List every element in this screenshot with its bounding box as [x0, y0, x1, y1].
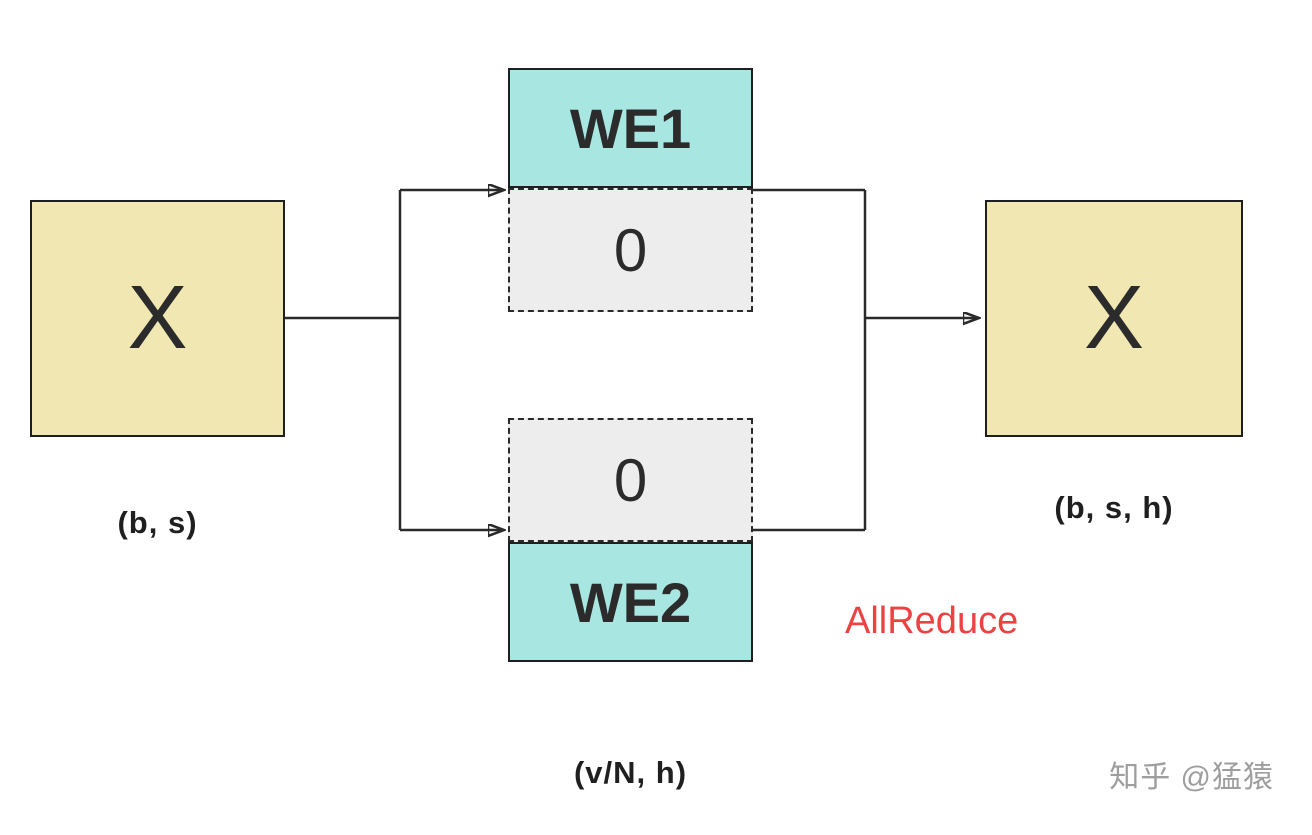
we2-zero-label: 0: [613, 446, 648, 514]
output-tensor-box: X: [985, 200, 1243, 437]
we2-zero-box: 0: [508, 418, 753, 542]
we1-zero-label: 0: [613, 216, 648, 284]
embedding-shape-label: (v/N, h): [573, 755, 688, 790]
input-tensor-label: X: [127, 268, 188, 368]
we2-label: WE2: [569, 570, 692, 634]
output-shape-label: (b, s, h): [1054, 490, 1174, 525]
input-shape-label: (b, s): [117, 505, 198, 540]
we1-zero-box: 0: [508, 188, 753, 312]
allreduce-annotation: AllReduce: [845, 600, 1019, 642]
output-tensor-label: X: [1083, 268, 1145, 368]
we2-weight-box: WE2: [508, 542, 753, 662]
watermark-text: 知乎 @猛猿: [1109, 761, 1274, 794]
we1-weight-box: WE1: [508, 68, 753, 188]
input-tensor-box: X: [30, 200, 285, 437]
we1-label: WE1: [569, 96, 692, 160]
